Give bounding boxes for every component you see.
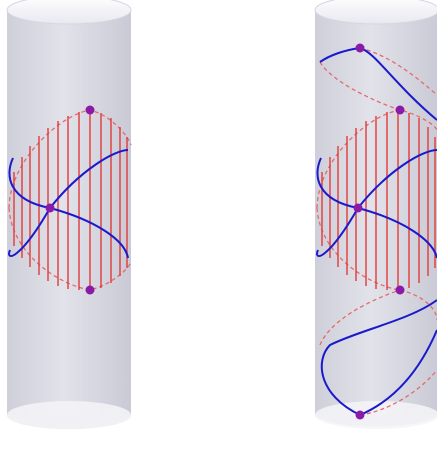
right-lower-loop-right [359,329,437,416]
left-vertical-segments [13,110,128,290]
right-cylinder-top-cap [314,0,437,25]
right-upper-loop-descend [359,47,437,121]
right-point-center [353,203,363,213]
right-point-bottom [355,410,365,420]
left-cylinder-top-cap [6,0,132,25]
right-point-upper [395,105,405,115]
left-dashed-outline [8,109,132,291]
left-point-top [85,105,95,115]
right-point-top [355,43,365,53]
left-points [45,105,95,295]
right-lower-loop-left [320,299,437,416]
left-cylinder-body [7,10,131,415]
right-vertical-segments [321,110,436,290]
right-points [353,43,405,420]
left-point-bottom [85,285,95,295]
right-cylinder-bottom-cap [315,401,437,429]
left-cylinder-bottom-cap [7,401,131,429]
right-point-lower [395,285,405,295]
left-point-center [45,203,55,213]
